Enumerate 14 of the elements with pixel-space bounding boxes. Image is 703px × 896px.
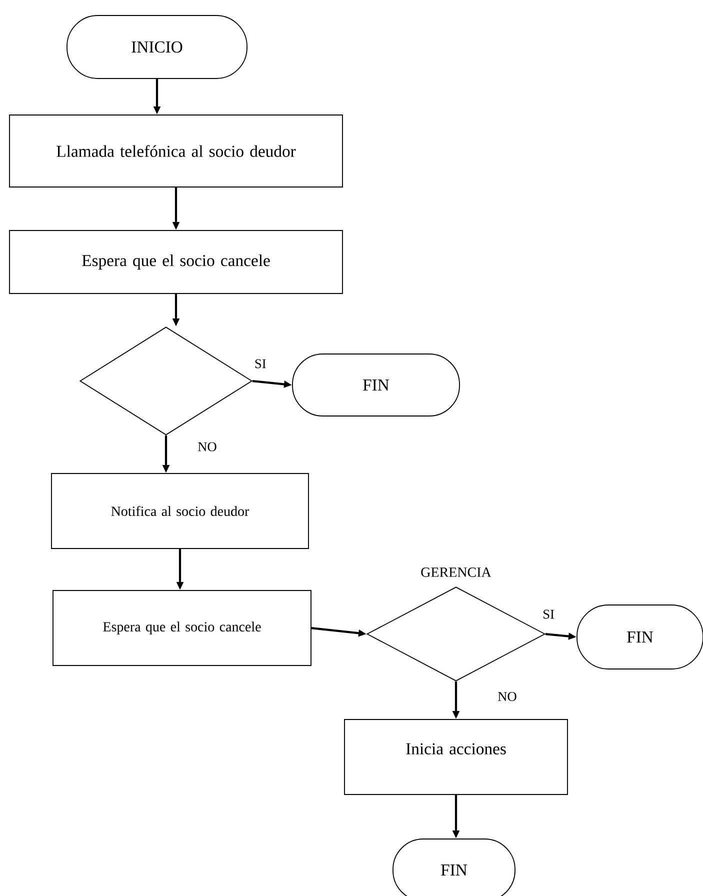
edge-label: NO <box>498 692 516 701</box>
edge-label: SI <box>255 359 266 368</box>
process-box: Inicia acciones <box>344 719 568 795</box>
process-box: Espera que el socio cancele <box>52 590 312 666</box>
terminal-box: FIN <box>576 604 703 670</box>
process-box: Espera que el socio cancele <box>9 230 343 294</box>
terminal-box: INICIO <box>66 15 248 79</box>
beside-label: GERENCIA <box>421 568 492 577</box>
process-box: Llamada telefónica al socio deudor <box>9 114 343 188</box>
edge-label: SI <box>544 610 554 619</box>
process-box: Notifica al socio deudor <box>51 473 309 549</box>
terminal-box: FIN <box>392 838 516 896</box>
edge-label: NO <box>198 442 216 452</box>
terminal-box: FIN <box>292 354 460 416</box>
